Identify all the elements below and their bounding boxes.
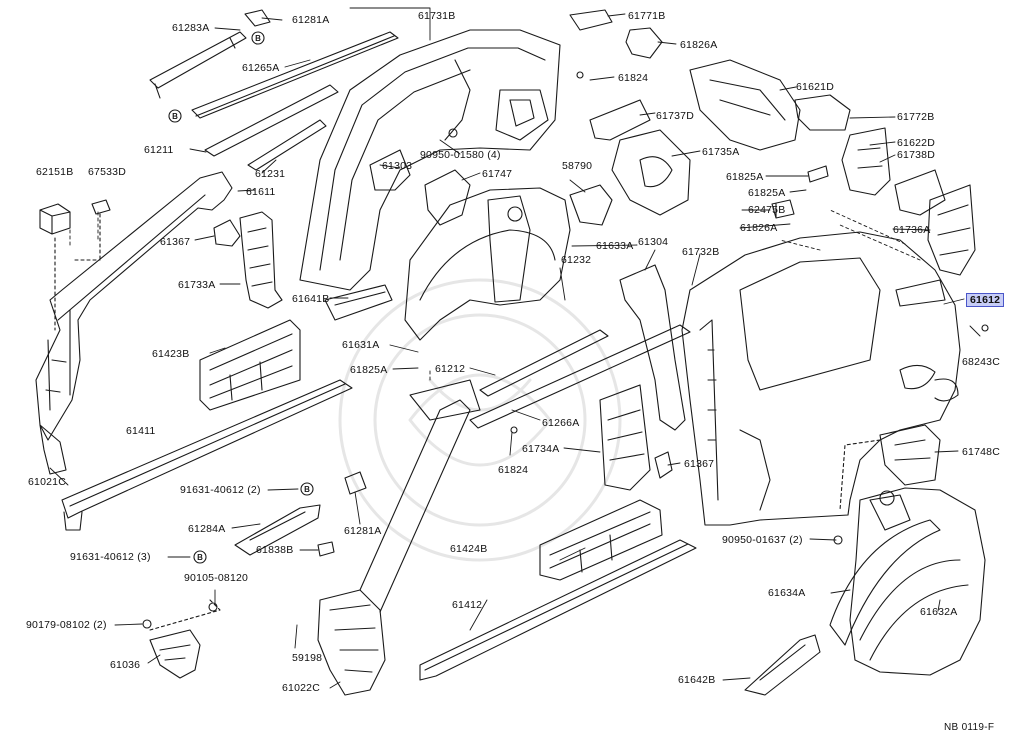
part-label[interactable]: 61281A <box>292 14 330 26</box>
part-label[interactable]: 61731B <box>418 10 456 22</box>
part-label[interactable]: 61611 <box>246 186 276 198</box>
fastener-letters: B B B B <box>172 34 310 562</box>
fasteners <box>142 31 989 629</box>
part-label[interactable]: 61824 <box>498 464 529 476</box>
bolt-marker-1: B <box>255 34 261 43</box>
a-pillar-lower <box>317 379 481 696</box>
part-label[interactable]: 61825A <box>350 364 388 376</box>
part-label[interactable]: 61641B <box>292 293 330 305</box>
part-label[interactable]: 61825A <box>748 187 786 199</box>
part-label[interactable]: 61212 <box>435 363 466 375</box>
part-label[interactable]: 90950-01580 (4) <box>420 149 501 161</box>
roof-rails <box>149 9 399 171</box>
center-pillar <box>599 264 686 491</box>
part-label[interactable]: 61303 <box>382 160 413 172</box>
mid-brackets <box>324 149 613 321</box>
drawing-code: NB 0119-F <box>944 722 995 733</box>
corner-61748C <box>879 424 941 486</box>
part-label[interactable]: 91631-40612 (2) <box>180 484 261 496</box>
part-label[interactable]: 61826A <box>680 39 718 51</box>
part-label[interactable]: 61367 <box>684 458 715 470</box>
part-label[interactable]: 61281A <box>344 525 382 537</box>
part-label[interactable]: 61266A <box>542 417 580 429</box>
small-brackets <box>234 471 367 557</box>
leader-lines <box>49 7 981 689</box>
part-label[interactable]: 58790 <box>562 160 593 172</box>
part-label[interactable]: 61738D <box>897 149 935 161</box>
part-label[interactable]: 61633A <box>596 240 634 252</box>
part-label[interactable]: 61735A <box>702 146 740 158</box>
part-label-highlighted[interactable]: 61612 <box>966 293 1005 307</box>
rear-upper-panels <box>569 9 976 276</box>
part-label[interactable]: 61423B <box>152 348 190 360</box>
part-label[interactable]: 61411 <box>126 425 156 437</box>
part-label[interactable]: 61771B <box>628 10 666 22</box>
b-pillar-inner <box>213 211 283 309</box>
part-label[interactable]: 61022C <box>282 682 320 694</box>
part-label[interactable]: 90179-08102 (2) <box>26 619 107 631</box>
part-label[interactable]: 61424B <box>450 543 488 555</box>
bolt-marker-2: B <box>172 112 178 121</box>
part-label[interactable]: 67533D <box>88 166 126 178</box>
part-label[interactable]: 68243C <box>962 356 1000 368</box>
wheelhouse-inner <box>404 187 571 341</box>
lower-inner-61424B <box>539 499 663 581</box>
bolt-marker-3: B <box>304 485 310 494</box>
part-label[interactable]: 61283A <box>172 22 210 34</box>
part-label[interactable]: 61631A <box>342 339 380 351</box>
bracket-61036 <box>149 599 221 679</box>
rear-wheelhouse-outer <box>744 487 986 696</box>
part-label[interactable]: 62151B <box>36 166 74 178</box>
part-label[interactable]: 61825A <box>726 171 764 183</box>
part-label[interactable]: 61732B <box>682 246 720 258</box>
part-label[interactable]: 61021C <box>28 476 66 488</box>
part-label[interactable]: 61772B <box>897 111 935 123</box>
part-label[interactable]: 61733A <box>178 279 216 291</box>
part-label[interactable]: 61232 <box>561 254 592 266</box>
part-label[interactable]: 61634A <box>768 587 806 599</box>
part-label[interactable]: 61265A <box>242 62 280 74</box>
part-label[interactable]: 61826A <box>740 222 778 234</box>
part-label[interactable]: 61284A <box>188 523 226 535</box>
part-label[interactable]: 61304 <box>638 236 669 248</box>
part-label[interactable]: 62475B <box>748 204 786 216</box>
part-label[interactable]: 90105-08120 <box>184 572 249 584</box>
lower-inner-61423B <box>199 319 301 411</box>
quarter-panel-outer <box>681 231 961 526</box>
part-label[interactable]: 61622D <box>897 137 935 149</box>
sill-61266A <box>469 324 691 429</box>
quarter-inner-upper <box>299 29 561 291</box>
part-label[interactable]: 59198 <box>292 652 323 664</box>
part-label[interactable]: 61367 <box>160 236 191 248</box>
part-label[interactable]: 61632A <box>920 606 958 618</box>
part-label[interactable]: 90950-01637 (2) <box>722 534 803 546</box>
a-pillar-outer <box>35 171 233 475</box>
part-label[interactable]: 61231 <box>255 168 286 180</box>
part-label[interactable]: 61838B <box>256 544 294 556</box>
part-label[interactable]: 61734A <box>522 443 560 455</box>
part-label[interactable]: 61824 <box>618 72 649 84</box>
part-label[interactable]: 61736A <box>893 224 931 236</box>
rocker-inner-61411 <box>61 379 353 531</box>
part-label[interactable]: 61036 <box>110 659 141 671</box>
bolt-marker-4: B <box>197 553 203 562</box>
part-label[interactable]: 61737D <box>656 110 694 122</box>
rocker-outer-61412 <box>419 539 697 681</box>
small-blocks <box>39 199 111 331</box>
watermark-seal <box>338 278 622 562</box>
part-label[interactable]: 61621D <box>796 81 834 93</box>
part-label[interactable]: 61748C <box>962 446 1000 458</box>
part-label[interactable]: 61412 <box>452 599 483 611</box>
part-label[interactable]: 61747 <box>482 168 513 180</box>
part-label[interactable]: 61211 <box>144 144 174 156</box>
part-label[interactable]: 91631-40612 (3) <box>70 551 151 563</box>
part-label[interactable]: 61642B <box>678 674 716 686</box>
